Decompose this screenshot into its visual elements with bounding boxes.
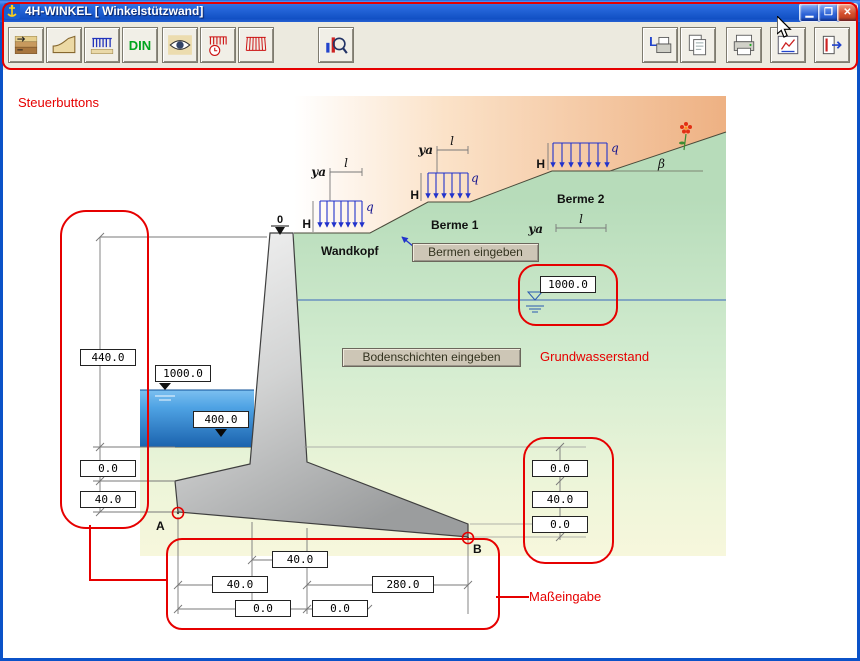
load-grid-clock-icon <box>209 36 227 56</box>
slope-profile-icon <box>52 35 76 54</box>
din-icon: DIN <box>128 37 152 53</box>
svg-text:L: L <box>649 34 657 49</box>
beta-label: β <box>657 157 665 171</box>
l-label-berme2: l <box>579 212 583 226</box>
stem-width-field[interactable] <box>272 551 328 568</box>
view-eye-button[interactable] <box>162 27 198 63</box>
wandkopf-label: Wandkopf <box>321 244 380 258</box>
copy-pages-button[interactable] <box>680 27 716 63</box>
view-eye-icon <box>168 35 192 55</box>
point-b-label: B <box>473 542 482 556</box>
print-list-button[interactable]: L <box>642 27 678 63</box>
result-graphic-icon <box>777 35 799 55</box>
load-grid-dense-button[interactable] <box>238 27 274 63</box>
soil-layers-button[interactable] <box>8 27 44 63</box>
exit-button[interactable] <box>814 27 850 63</box>
q-label-berme1: q <box>471 171 479 185</box>
point-a-marker <box>171 506 185 520</box>
heel-length-field[interactable] <box>372 576 434 593</box>
l-label-wandkopf: l <box>344 156 348 170</box>
toe-offset-field[interactable] <box>235 600 291 617</box>
slope-profile-button[interactable] <box>46 27 82 63</box>
load-comb-button[interactable] <box>84 27 120 63</box>
search-results-button[interactable] <box>318 27 354 63</box>
load-grid-clock-button[interactable] <box>200 27 236 63</box>
titlebar: 4H-WINKEL [ Winkelstützwand] <box>0 0 860 22</box>
load-berme2 <box>550 142 610 168</box>
print-icon <box>733 34 755 56</box>
ya-label-berme2: ya <box>527 222 543 236</box>
left-offset-top-field[interactable] <box>80 460 136 477</box>
result-graphic-button[interactable] <box>770 27 806 63</box>
load-berme1 <box>425 172 471 199</box>
datum-marker: 0 <box>271 214 289 235</box>
ya-label-wandkopf: ya <box>310 165 326 179</box>
toolbar: DIN <box>3 22 857 71</box>
din-standard-button[interactable]: DIN <box>122 27 158 63</box>
bermen-eingeben-button[interactable]: Bermen eingeben <box>412 243 539 262</box>
water-depth-marker <box>215 429 227 437</box>
close-button[interactable]: ✕ <box>837 3 858 22</box>
q-label-berme2: q <box>611 141 619 155</box>
bodenschichten-eingeben-button[interactable]: Bodenschichten eingeben <box>342 348 521 367</box>
minimize-icon: ▁ <box>805 7 814 18</box>
app-icon <box>4 3 20 19</box>
print-list-icon: L <box>649 34 672 54</box>
q-label-wandkopf: q <box>366 200 374 214</box>
ya-label-berme1: ya <box>417 143 433 157</box>
load-grid-dense-icon <box>245 36 267 51</box>
heel-offset-field[interactable] <box>312 600 368 617</box>
window-title: 4H-WINKEL [ Winkelstützwand] <box>25 4 204 18</box>
left-thickness-field[interactable] <box>80 491 136 508</box>
point-a-label: A <box>156 519 165 533</box>
groundwater-level-field[interactable] <box>540 276 596 293</box>
flower-decoration <box>679 122 692 151</box>
h-label-berme1: H <box>410 188 419 202</box>
toe-length-field[interactable] <box>212 576 268 593</box>
groundwater-symbol <box>526 291 544 313</box>
water-depth-field[interactable] <box>193 411 249 428</box>
svg-text:0: 0 <box>277 214 283 226</box>
copy-pages-icon <box>688 34 707 56</box>
maximize-icon: ❐ <box>824 7 833 18</box>
search-results-icon <box>326 37 348 54</box>
right-offset-top-field[interactable] <box>532 460 588 477</box>
exit-icon <box>822 35 842 55</box>
soil-layers-icon <box>14 36 38 54</box>
maximize-button[interactable]: ❐ <box>818 3 839 22</box>
berme2-label: Berme 2 <box>557 192 605 206</box>
slope-backfill <box>294 96 726 233</box>
print-button[interactable] <box>726 27 762 63</box>
minimize-button[interactable]: ▁ <box>799 3 820 22</box>
right-thickness-field[interactable] <box>532 491 588 508</box>
h-label-wandkopf: H <box>302 217 311 231</box>
h-label-berme2: H <box>536 157 545 171</box>
close-icon: ✕ <box>843 7 852 18</box>
l-label-berme1: l <box>450 134 454 148</box>
wall-height-field[interactable] <box>80 349 136 366</box>
berme1-label: Berme 1 <box>431 218 479 232</box>
water-surface-symbol <box>155 383 175 401</box>
wall-drawing: 0 <box>93 96 727 614</box>
water-level-field[interactable] <box>155 365 211 382</box>
load-comb-icon <box>90 37 114 54</box>
load-wandkopf <box>317 200 365 228</box>
right-offset-bottom-field[interactable] <box>532 516 588 533</box>
